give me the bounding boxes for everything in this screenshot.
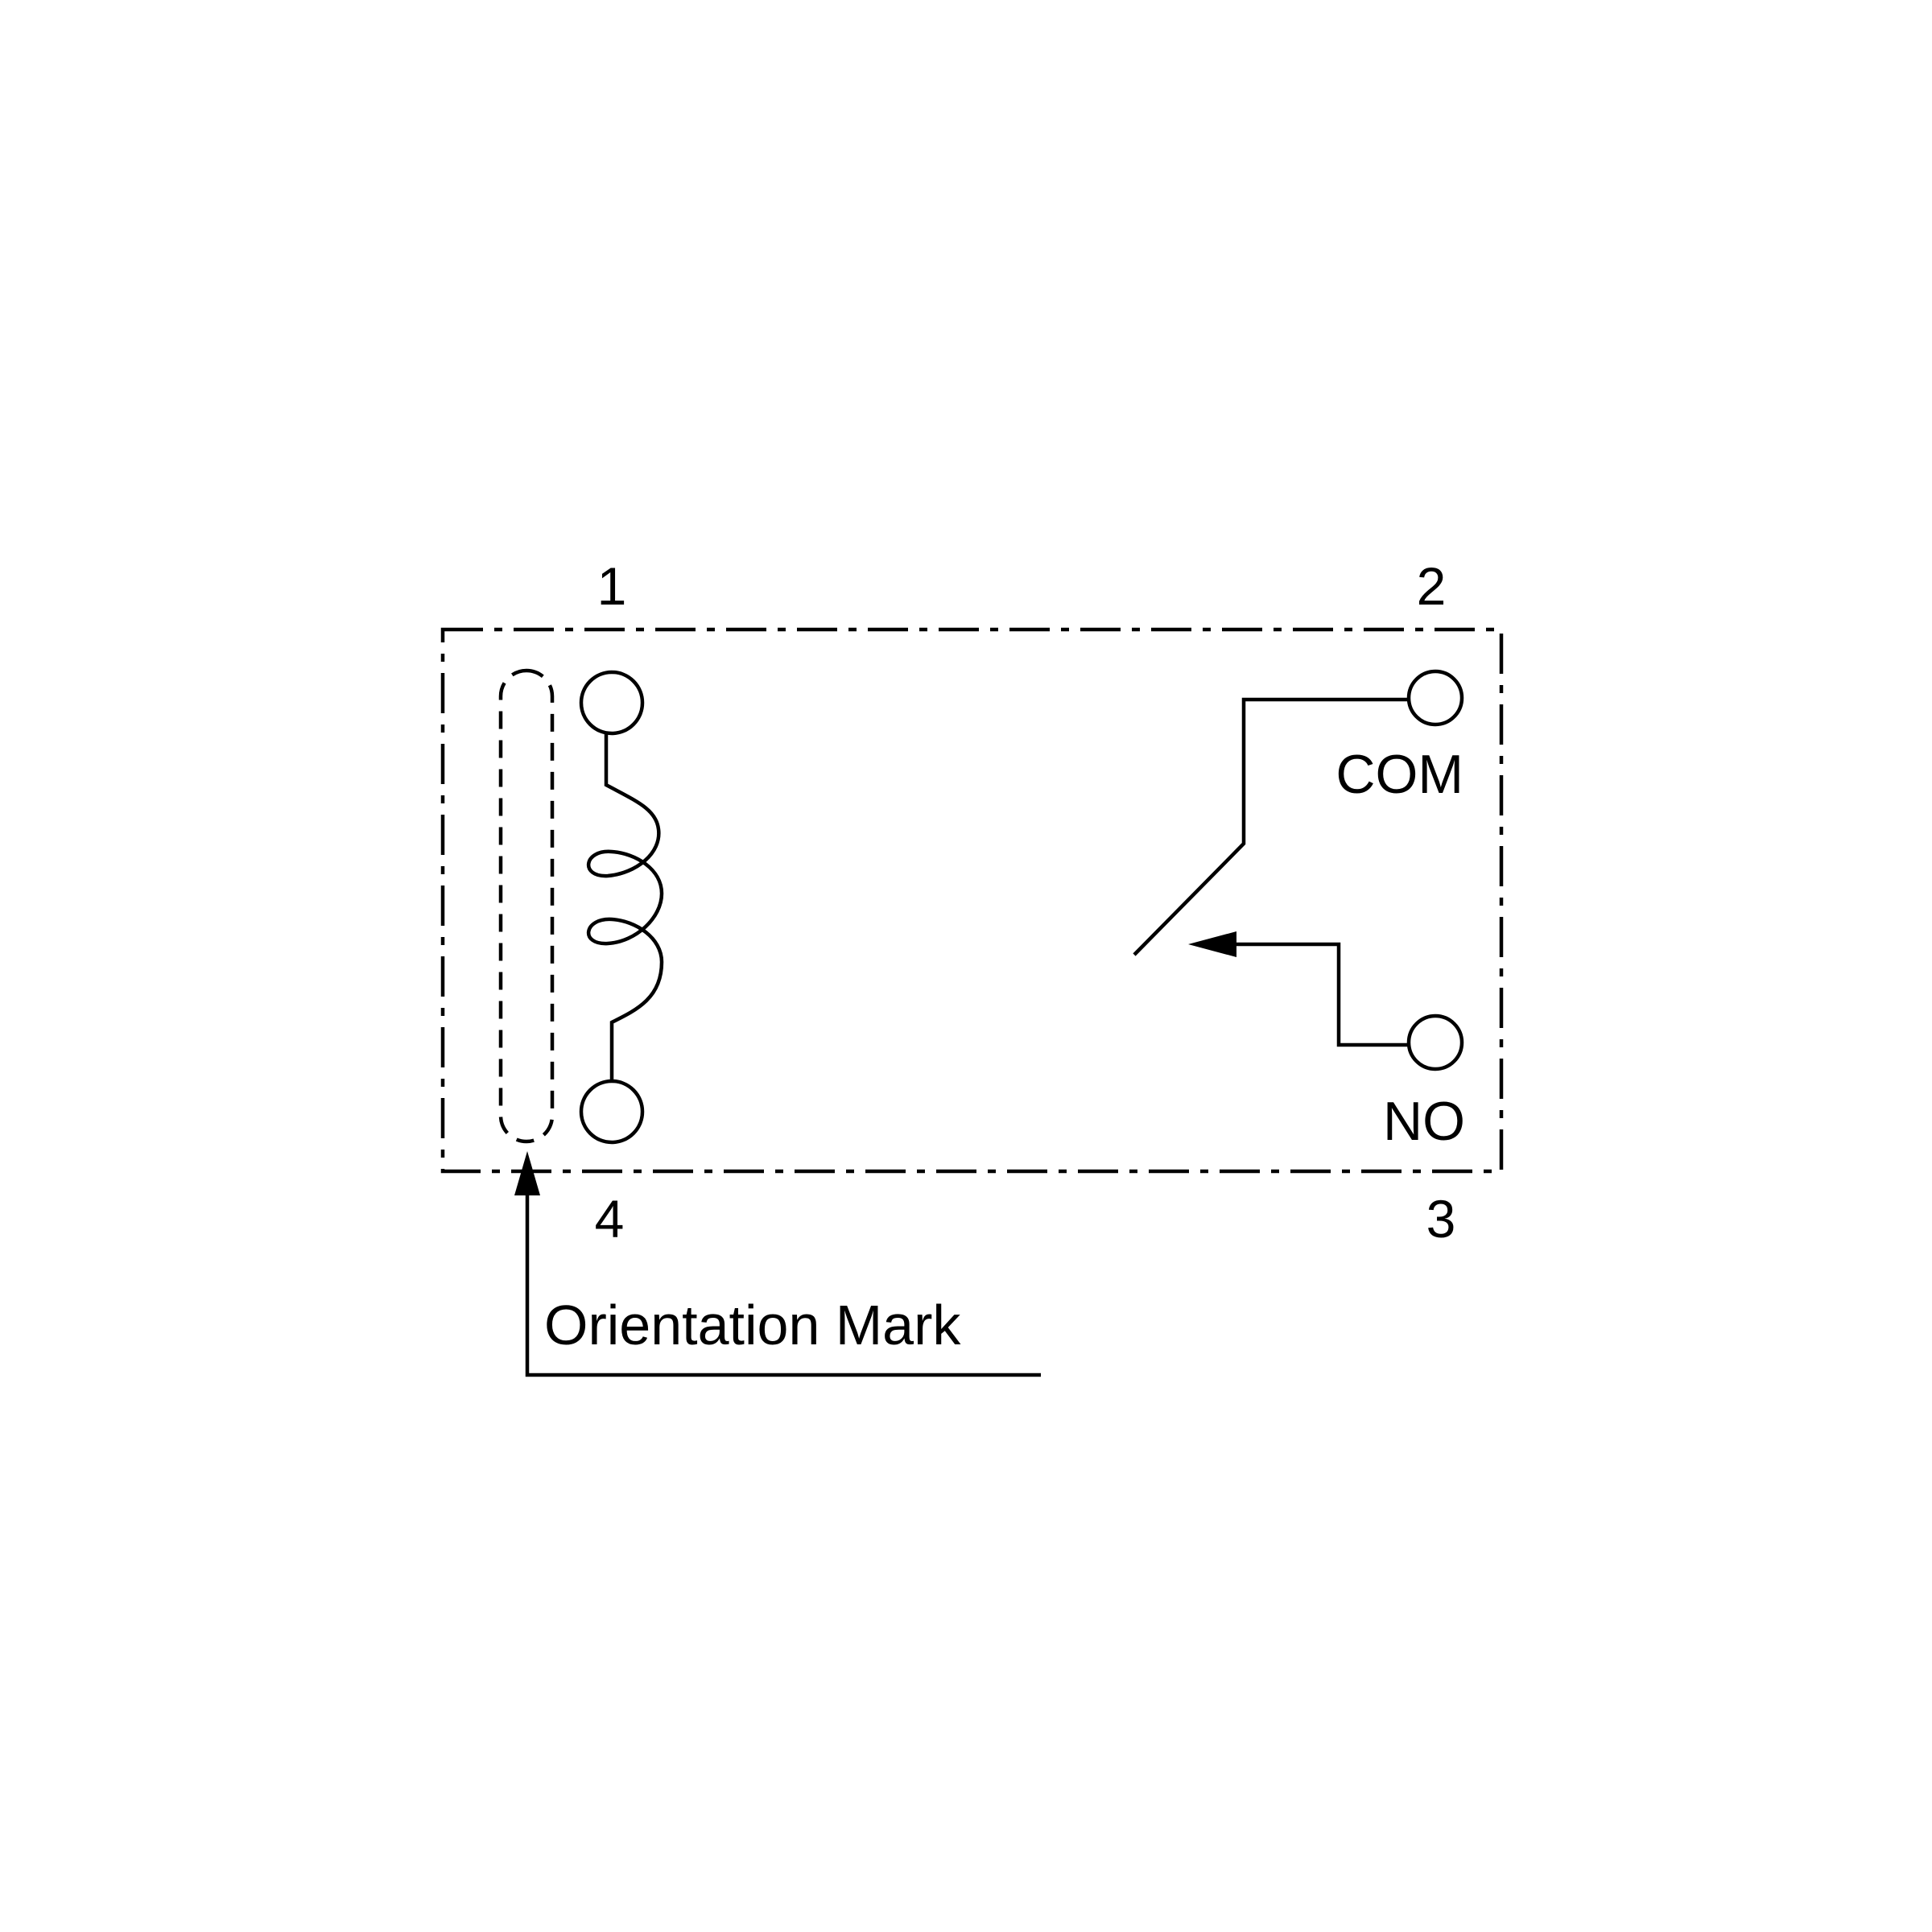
coil-icon xyxy=(579,670,664,1145)
pointer-leader-line xyxy=(525,1191,1041,1377)
pin-number-3: 3 xyxy=(1426,1189,1456,1249)
no-terminal xyxy=(1406,1013,1464,1071)
com-label: COM xyxy=(1335,744,1463,805)
no-label: NO xyxy=(1383,1091,1465,1152)
orientation-mark-pointer xyxy=(514,1151,1041,1377)
package-outline xyxy=(440,627,1504,1174)
pointer-arrowhead xyxy=(514,1151,540,1195)
orientation-mark-icon xyxy=(498,668,555,1144)
pin-number-2: 2 xyxy=(1417,556,1447,616)
orientation-mark-label: Orientation Mark xyxy=(544,1294,961,1356)
pin-number-1: 1 xyxy=(597,556,627,616)
no-wire xyxy=(1220,942,1409,1047)
coil-winding xyxy=(586,733,664,1081)
com-terminal xyxy=(1406,669,1464,727)
pin-number-4: 4 xyxy=(595,1189,625,1249)
no-contact-arrowhead xyxy=(1188,931,1236,957)
pin4-terminal xyxy=(579,1079,645,1145)
pin1-terminal xyxy=(579,670,645,736)
relay-switch-icon xyxy=(1133,669,1464,1071)
com-wire xyxy=(1133,697,1409,956)
